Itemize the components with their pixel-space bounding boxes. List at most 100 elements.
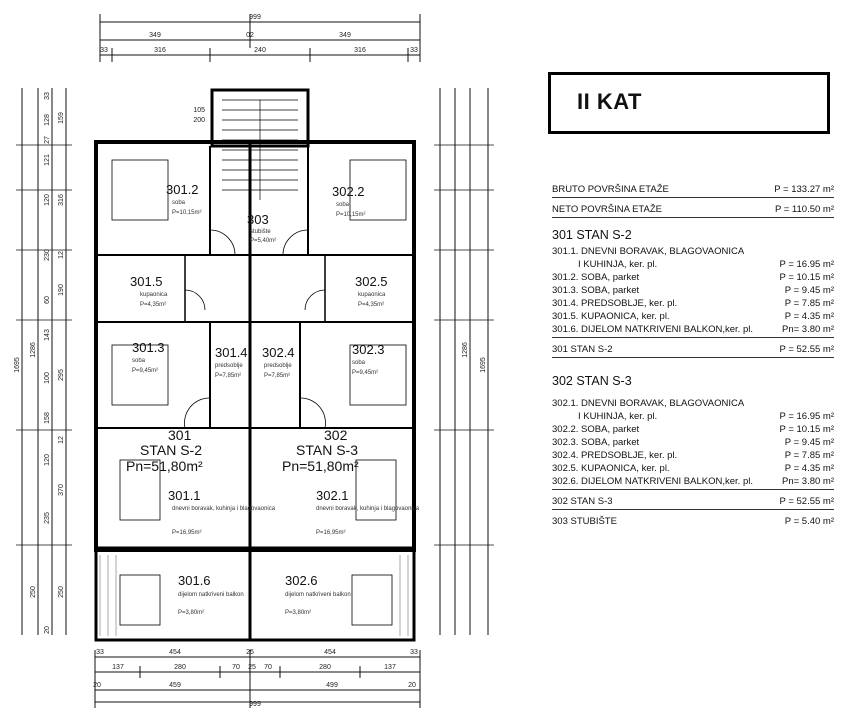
unit-301-heading: 301 STAN S-2: [552, 228, 834, 246]
dim-top-a: 33: [100, 47, 108, 54]
dim-side-19: 235: [44, 512, 51, 524]
dim-side-3: 128: [44, 114, 51, 126]
dim-bot-i: 25: [248, 664, 256, 671]
dim-bot-l: 137: [384, 664, 396, 671]
room-301-3-num: 301.3: [132, 340, 165, 355]
dim-side-13: 100: [44, 372, 51, 384]
line-label: 301.3. SOBA, parket: [552, 285, 640, 296]
dim-side-1: 159: [58, 112, 65, 124]
floor-plan: 999 349 02 349 33 316 240 316 33 33 454 …: [14, 14, 494, 708]
dim-side-20: 250: [30, 586, 37, 598]
neto-value: P = 110.50 m²: [774, 204, 834, 215]
dim-side-10: 190: [58, 284, 65, 296]
bruto-label: BRUTO POVRŠINA ETAŽE: [552, 184, 669, 195]
dim-side-6: 316: [58, 194, 65, 206]
dim-side-21: 250: [58, 586, 65, 598]
room-301-1-num: 301.1: [168, 488, 201, 503]
unit-301-line: 301.6. DIJELOM NATKRIVENI BALKON,ker. pl…: [552, 324, 834, 338]
dim-side-18: 370: [58, 484, 65, 496]
room-302-5-area: P=4,35m²: [358, 302, 384, 308]
dim-side-4: 121: [44, 154, 51, 166]
unit-302-heading: 302 STAN S-3: [552, 374, 834, 392]
dim-side-7: 120: [44, 194, 51, 206]
bruto-value: P = 133.27 m²: [774, 184, 834, 195]
unit-302-heading-text: 302 STAN S-3: [552, 374, 632, 388]
unit-301-line: I KUHINJA, ker. pl.P = 16.95 m²: [552, 259, 834, 272]
room-301-4-num: 301.4: [215, 345, 248, 360]
room-302-5-sub: kupaonica: [358, 292, 386, 298]
line-value: P = 7.85 m²: [784, 298, 834, 309]
dim-bot-j: 70: [264, 664, 272, 671]
line-label: 301.6. DIJELOM NATKRIVENI BALKON,ker. pl…: [552, 324, 753, 335]
dim-side-5: 27: [44, 136, 51, 144]
dim-side-16: 12: [58, 436, 65, 444]
dim-side-17: 120: [44, 454, 51, 466]
room-302-6-area: P=3,80m²: [285, 610, 311, 616]
room-303-sub: stubište: [250, 229, 271, 235]
unit-302-line: 302.3. SOBA, parket P = 9.45 m²: [552, 437, 834, 450]
apt-302-area: Pn=51,80m²: [282, 458, 359, 474]
dim-top-total: 999: [249, 14, 261, 21]
line-value: P = 9.45 m²: [784, 437, 834, 448]
dim-bot-total: 999: [249, 701, 261, 708]
apt-302-num: 302: [324, 427, 348, 443]
room-301-6-sub: dijelom natkriveni balkon: [178, 592, 244, 598]
dim-left-total: 1695: [14, 357, 21, 373]
room-302-2-area: P=10,15m²: [336, 212, 366, 218]
room-302-3-num: 302.3: [352, 342, 385, 357]
room-302-1-sub: dnevni boravak, kuhinja i blagovaonica: [316, 506, 420, 512]
line-label: I KUHINJA, ker. pl.: [578, 411, 658, 422]
dim-bot-c: 25: [246, 649, 254, 656]
dim-left-inner: 1286: [30, 342, 37, 358]
dim-bot-b: 454: [169, 649, 181, 656]
line-label: 302.4. PREDSOBLJE, ker. pl.: [552, 450, 678, 461]
dim-bot-p: 20: [408, 682, 416, 689]
floor-title-box: II KAT: [548, 72, 830, 134]
line-value: P = 7.85 m²: [784, 450, 834, 461]
line-label: 301.2. SOBA, parket: [552, 272, 640, 283]
neto-label: NETO POVRŠINA ETAŽE: [552, 204, 662, 215]
unit-301-heading-text: 301 STAN S-2: [552, 228, 632, 242]
room-301-4-area: P=7,85m²: [215, 373, 241, 379]
total-label: 302 STAN S-3: [552, 496, 613, 507]
line-value: P = 9.45 m²: [784, 285, 834, 296]
dim-bot-d: 454: [324, 649, 336, 656]
floor-title: II KAT: [577, 89, 642, 114]
room-303-area: P=5,40m²: [250, 238, 276, 244]
line-value: Pn= 3.80 m²: [781, 324, 834, 335]
dim-top-d: 316: [354, 47, 366, 54]
room-301-3-sub: soba: [132, 358, 146, 364]
line-value: P = 4.35 m²: [784, 311, 834, 322]
dim-side-24: 200: [193, 117, 205, 124]
apt-301-num: 301: [168, 427, 192, 443]
unit-302-line: 302.6. DIJELOM NATKRIVENI BALKON,ker. pl…: [552, 476, 834, 490]
dim-top-left: 349: [149, 32, 161, 39]
line-label: 302.3. SOBA, parket: [552, 437, 640, 448]
room-302-1-num: 302.1: [316, 488, 349, 503]
dim-right-total: 1695: [480, 357, 487, 373]
unit-302-line: 302.5. KUPAONICA, ker. pl. P = 4.35 m²: [552, 463, 834, 476]
room-301-5-sub: kupaonica: [140, 292, 168, 298]
apt-301-name: STAN S-2: [140, 442, 202, 458]
line-value: P = 4.35 m²: [784, 463, 834, 474]
unit-302-line: 302.4. PREDSOBLJE, ker. pl. P = 7.85 m²: [552, 450, 834, 463]
dim-side-14: 295: [58, 369, 65, 381]
line-label: 302.1. DNEVNI BORAVAK, BLAGOVAONICA: [552, 398, 745, 409]
dim-right-inner: 1286: [462, 342, 469, 358]
room-301-2-area: P=10,15m²: [172, 210, 202, 216]
room-302-1-area: P=16,95m²: [316, 530, 346, 536]
dim-top-mid: 02: [246, 32, 254, 39]
dim-bot-f: 137: [112, 664, 124, 671]
room-302-6-sub: dijelom natkriveni balkon: [285, 592, 351, 598]
line-label: 301.1. DNEVNI BORAVAK, BLAGOVAONICA: [552, 246, 745, 257]
room-301-2-num: 301.2: [166, 182, 199, 197]
dim-bot-a: 33: [96, 649, 104, 656]
unit-301-line: 301.3. SOBA, parket P = 9.45 m²: [552, 285, 834, 298]
line-label: 302.2. SOBA, parket: [552, 424, 640, 435]
stair-label: 303 STUBIŠTE: [552, 516, 617, 527]
dim-bot-k: 280: [319, 664, 331, 671]
line-label: 302.5. KUPAONICA, ker. pl.: [552, 463, 670, 474]
